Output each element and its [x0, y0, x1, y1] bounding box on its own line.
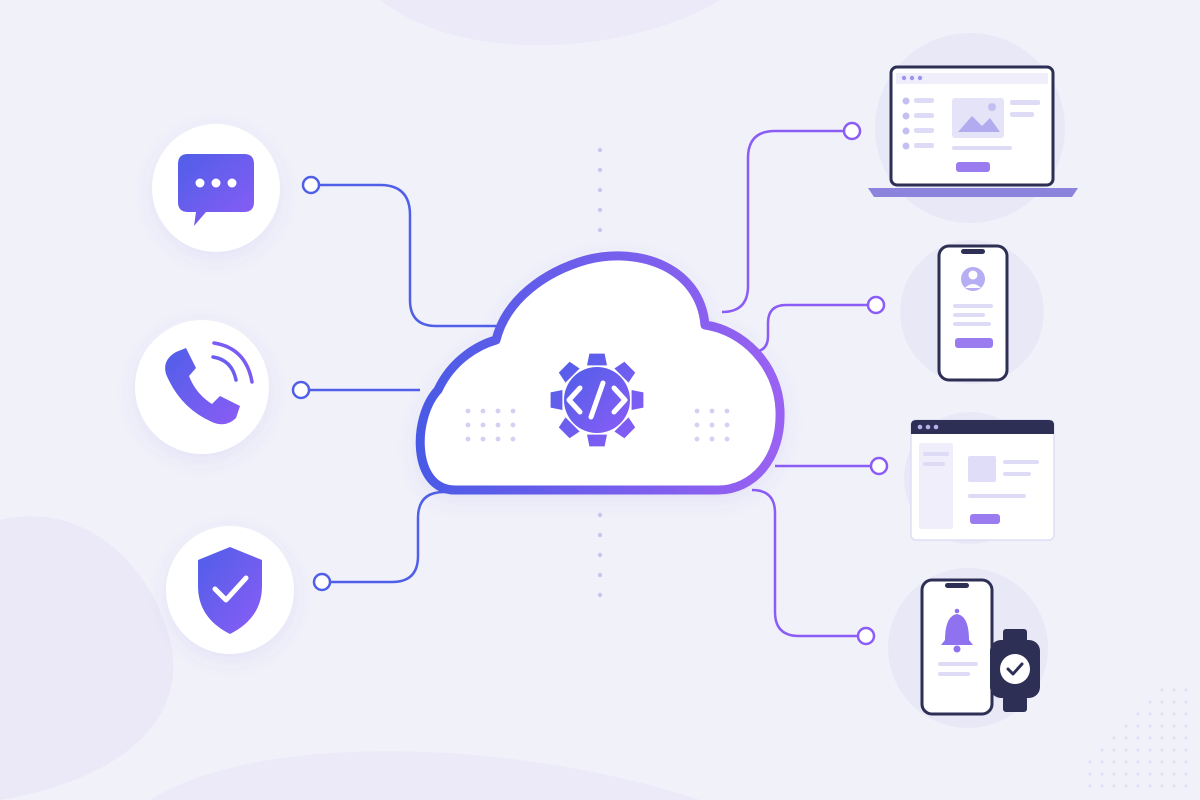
chat-node [152, 124, 280, 252]
texture-dot [1184, 700, 1188, 704]
bell-icon [941, 608, 973, 653]
texture-dot [1184, 748, 1188, 752]
shield-node [166, 526, 294, 654]
texture-dot [1112, 748, 1116, 752]
texture-dot [1112, 772, 1116, 776]
texture-dot [1172, 700, 1176, 704]
shield-check-icon [198, 547, 262, 634]
browser-window-icon [910, 419, 1055, 541]
texture-dot [1124, 736, 1128, 740]
cloud-dots-right [694, 408, 730, 442]
right-nodes [868, 33, 1078, 728]
texture-dot [1136, 712, 1140, 716]
texture-dot [1124, 772, 1128, 776]
texture-dot [1148, 700, 1152, 704]
texture-dot [1112, 736, 1116, 740]
texture-dot [1184, 712, 1188, 716]
bg-blob-bottom [150, 751, 700, 800]
texture-dot [1172, 688, 1176, 692]
left-nodes [135, 124, 294, 654]
texture-dot [1088, 760, 1092, 764]
texture-dot [1148, 724, 1152, 728]
texture-dot [1172, 736, 1176, 740]
bg-blob-bottom-left [0, 516, 174, 800]
texture-dot [1136, 760, 1140, 764]
cloud-dots-left [465, 408, 516, 442]
code-gear-icon [550, 353, 644, 447]
left-connectors [310, 183, 500, 584]
texture-dot [1184, 724, 1188, 728]
connector-laptop [721, 129, 844, 314]
bg-blob-top [380, 0, 720, 46]
phone-notification-smartwatch-icon [920, 578, 1040, 716]
texture-dot [1160, 712, 1164, 716]
texture-dot [1172, 784, 1176, 788]
texture-dot [1160, 700, 1164, 704]
mobile-node [900, 240, 1044, 384]
texture-dot [1124, 748, 1128, 752]
texture-dot [1160, 760, 1164, 764]
mobile-app-icon [937, 244, 1009, 382]
texture-dot [1160, 784, 1164, 788]
texture-dot [1124, 784, 1128, 788]
background-shapes [0, 0, 720, 800]
texture-dot [1160, 748, 1164, 752]
texture-dot [1136, 736, 1140, 740]
texture-dot [1148, 736, 1152, 740]
laptop-node [868, 33, 1078, 223]
texture-dot [1160, 688, 1164, 692]
texture-dot [1112, 760, 1116, 764]
texture-dot [1172, 772, 1176, 776]
connector-wearables [751, 488, 858, 638]
texture-dot [1184, 760, 1188, 764]
texture-dot [1184, 736, 1188, 740]
texture-dot [1136, 724, 1140, 728]
texture-dot [1184, 688, 1188, 692]
texture-dot [1148, 748, 1152, 752]
phone-call-icon [165, 341, 254, 425]
connector-chat [320, 183, 500, 328]
wearables-node [888, 568, 1048, 728]
texture-dot [1148, 784, 1152, 788]
browser-node [904, 412, 1055, 544]
texture-dot [1172, 724, 1176, 728]
texture-dot [1124, 760, 1128, 764]
texture-dot [1172, 760, 1176, 764]
texture-dot [1100, 784, 1104, 788]
center-guide-dots [597, 147, 603, 598]
texture-dot [1100, 760, 1104, 764]
texture-dot [1100, 772, 1104, 776]
connector-mobile [742, 303, 868, 354]
left-connector-ends [291, 175, 332, 592]
texture-dot [1148, 772, 1152, 776]
phone-node [135, 320, 269, 454]
texture-dot [1172, 712, 1176, 716]
texture-dot [1160, 724, 1164, 728]
texture-dot [1112, 784, 1116, 788]
texture-dot [1100, 748, 1104, 752]
texture-dot [1184, 784, 1188, 788]
laptop-web-app-icon [868, 65, 1078, 197]
texture-dot [1184, 772, 1188, 776]
texture-dot [1148, 760, 1152, 764]
texture-dot [1136, 772, 1140, 776]
texture-dot [1136, 748, 1140, 752]
texture-dot [1088, 784, 1092, 788]
texture-dot [1136, 784, 1140, 788]
texture-dot [1088, 772, 1092, 776]
texture-dot [1172, 748, 1176, 752]
texture-dot [1160, 736, 1164, 740]
texture-dot [1160, 772, 1164, 776]
corner-dot-texture [1088, 688, 1188, 788]
texture-dot [1148, 712, 1152, 716]
texture-dot [1124, 724, 1128, 728]
chat-bubble-icon [178, 154, 254, 226]
connector-shield [330, 490, 470, 584]
right-connector-ends [842, 121, 889, 646]
cloud-hub [415, 251, 785, 495]
